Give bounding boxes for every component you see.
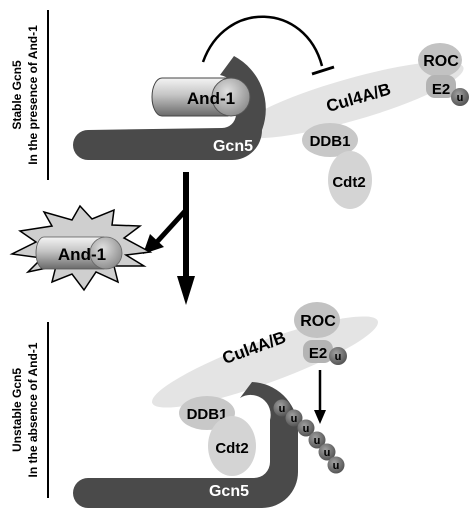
bottom-panel: Unstable Gcn5 In the absence of And-1 Cu… [10,302,378,508]
released-and1: And-1 [9,204,153,292]
and1-cylinder [151,77,229,117]
top-side-label-line2: In the presence of And-1 [26,25,40,165]
ub-chain-label-6: u [333,460,340,472]
cdt2-protein [328,151,372,209]
e2-protein-bottom [303,340,333,363]
ddb1-label: DDB1 [310,133,351,150]
polyubiquitin-chain: u u u u u u [273,399,345,474]
gcn5-protein [73,56,266,160]
ub-chain-ball-4 [308,431,326,449]
gcn5-label-bottom: Gcn5 [209,483,249,500]
top-panel: Stable Gcn5 In the presence of And-1 Cul… [10,10,469,209]
release-arrowhead [143,234,164,254]
gcn5-protein-bottom [73,382,298,508]
bottom-side-label-line1: Unstable Gcn5 [10,368,24,452]
gcn5-label: Gcn5 [213,138,253,155]
ddb1-protein [302,123,358,157]
ubiquitin-label: u [457,92,464,104]
and1-released-ball [89,236,123,270]
ub-chain-label-4: u [314,435,321,447]
bottom-side-label-line2: In the absence of And-1 [26,342,40,477]
cdt2-label: Cdt2 [332,174,365,191]
ub-chain-ball-6 [327,456,345,474]
e2-label: E2 [432,81,450,98]
ddb1-label-bottom: DDB1 [187,406,228,423]
transition-arrows [143,172,195,305]
ub-chain-ball-3 [297,419,315,437]
ubiquitin-label-bottom: u [335,351,342,363]
inhibition-arc [201,15,324,67]
ub-chain-label-1: u [279,403,286,415]
and1-released-cylinder [35,236,105,270]
ubiquitin-ball-bottom [329,347,347,365]
e2-protein [426,75,456,98]
ubiquitin-ball [451,88,469,106]
ub-chain-ball-2 [285,409,303,427]
main-down-arrowhead [177,276,195,305]
roc-protein-bottom [294,302,340,338]
cdt2-protein-bottom [208,416,256,476]
cul4-scaffold [236,61,464,139]
and1-ball [211,77,251,117]
cul4-scaffold-bottom [152,316,378,408]
ub-chain-ball-1 [273,399,291,417]
e2-label-bottom: E2 [309,345,327,362]
roc-label-bottom: ROC [300,313,336,330]
and1-label: And-1 [187,89,235,108]
top-side-label-line1: Stable Gcn5 [10,60,24,130]
ub-chain-label-5: u [324,447,331,459]
inhibition-bar [311,65,335,76]
ub-chain-ball-5 [318,443,336,461]
ubiquitin-transfer-arrowhead [314,410,326,424]
roc-protein [418,43,462,77]
cdt2-label-bottom: Cdt2 [215,440,248,457]
ub-chain-label-2: u [291,413,298,425]
release-branch-shaft [154,208,188,245]
and1-released-label: And-1 [58,245,106,264]
ub-chain-label-3: u [303,423,310,435]
roc-label: ROC [423,53,459,70]
